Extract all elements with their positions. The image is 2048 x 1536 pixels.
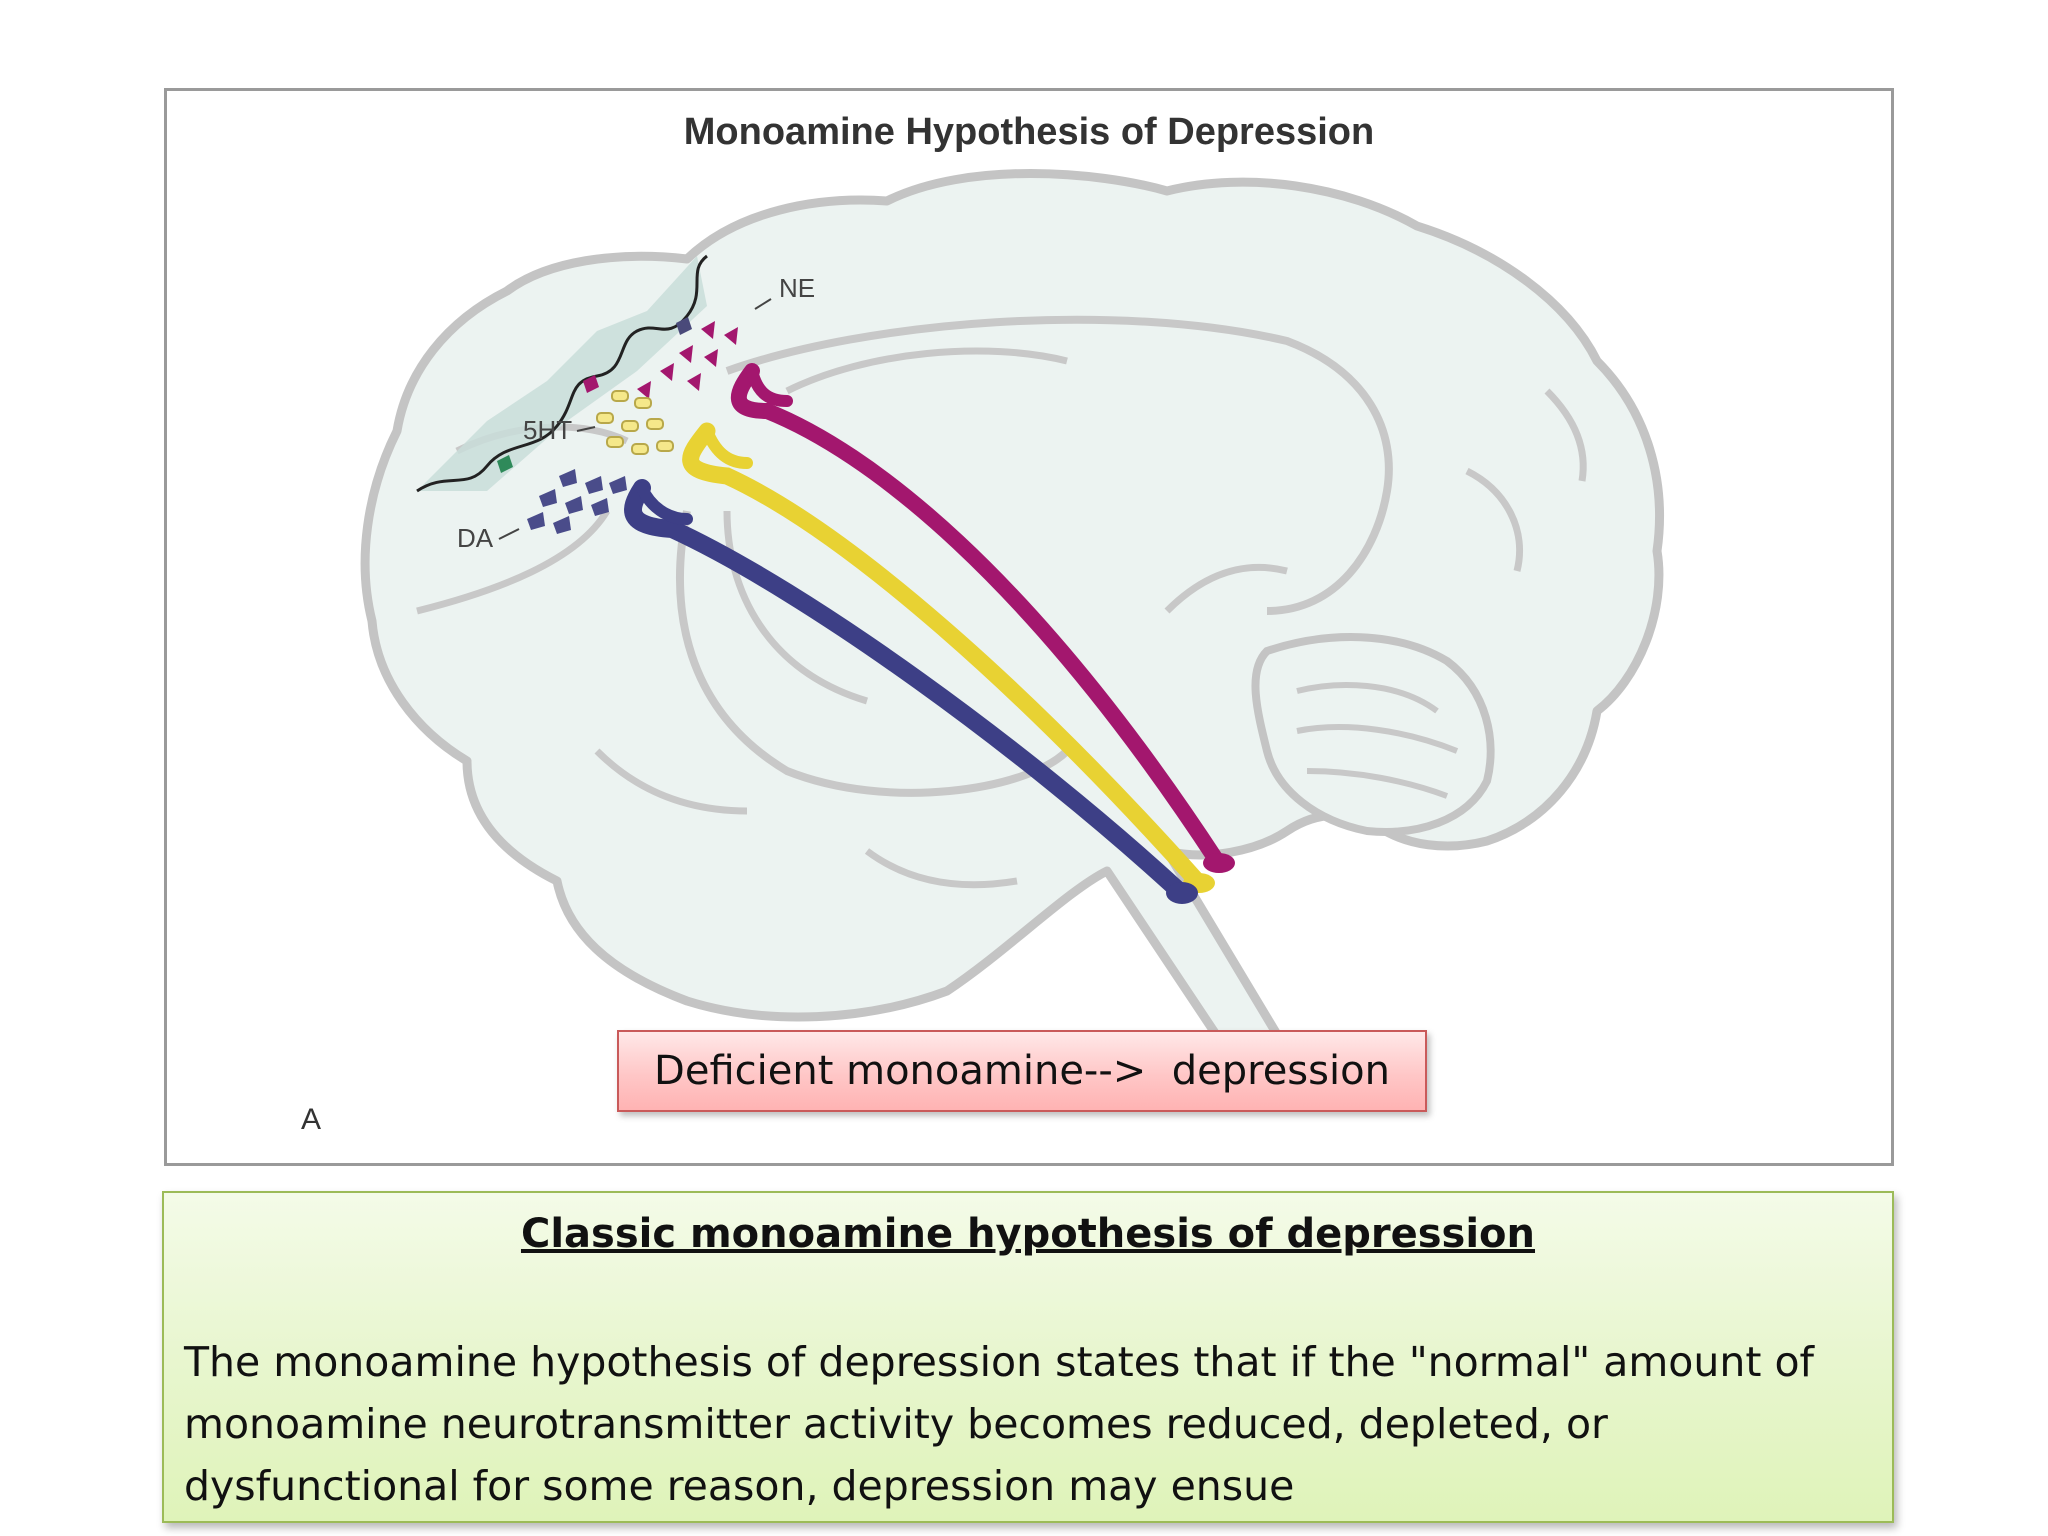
caption-box: Classic monoamine hypothesis of depressi… bbox=[162, 1191, 1894, 1523]
serotonin-label: 5HT bbox=[523, 415, 572, 445]
ne-label: NE bbox=[779, 273, 815, 303]
serotonin-pathway bbox=[682, 422, 1206, 890]
figure-title: Monoamine Hypothesis of Depression bbox=[683, 111, 1375, 153]
figure-frame: NE 5HT DA Monoamine Hypothesis of Depres… bbox=[164, 88, 1894, 1166]
dopamine-label: DA bbox=[457, 523, 494, 553]
dopamine-pathway bbox=[624, 479, 1188, 900]
ne-pathway bbox=[730, 363, 1225, 869]
brain-outline bbox=[360, 169, 1664, 1056]
panel-letter: A bbox=[301, 1103, 322, 1136]
cortical-neuron-line bbox=[416, 254, 708, 493]
caption-heading: Classic monoamine hypothesis of depressi… bbox=[520, 1211, 1536, 1257]
dopamine-molecules bbox=[527, 469, 627, 534]
ne-molecules bbox=[637, 321, 738, 399]
deficient-monoamine-callout: Deficient monoamine--> depression bbox=[617, 1030, 1427, 1112]
caption-body: The monoamine hypothesis of depression s… bbox=[184, 1338, 1814, 1510]
serotonin-molecules bbox=[596, 390, 674, 455]
brain-diagram: NE 5HT DA bbox=[360, 169, 1664, 1056]
